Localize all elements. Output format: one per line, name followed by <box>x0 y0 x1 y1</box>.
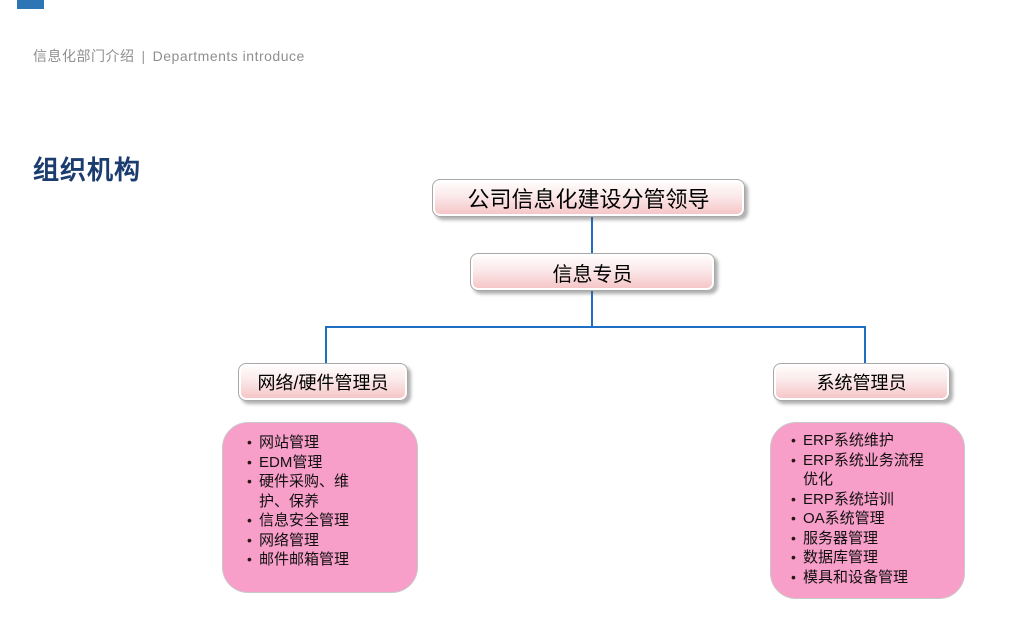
bullet-icon: • <box>791 451 796 468</box>
org-node-network-admin-label: 网络/硬件管理员 <box>257 373 389 393</box>
bullet-icon: • <box>247 512 252 528</box>
duty-item: • 模具和设备管理 <box>791 568 960 588</box>
duty-item-text: ERP系统维护 <box>803 432 894 449</box>
org-node-specialist-label: 信息专员 <box>552 263 633 286</box>
bullet-icon: • <box>791 529 796 546</box>
duty-item-text: EDM管理 <box>259 453 323 471</box>
bullet-icon: • <box>247 551 252 567</box>
header-title-zh: 信息化部门介绍 <box>33 48 135 64</box>
bullet-icon: • <box>791 568 796 585</box>
bullet-icon: • <box>247 531 252 548</box>
duty-item: • ERP系统培训 <box>791 490 960 510</box>
duty-item-text: 模具和设备管理 <box>803 568 909 586</box>
org-node-leader: 公司信息化建设分管领导 <box>432 179 745 217</box>
bullet-icon: • <box>791 490 796 507</box>
duty-item: • 硬件采购、维护、保养 <box>247 472 411 511</box>
bullet-icon: • <box>791 510 796 526</box>
header-title-en: Departments introduce <box>152 48 305 64</box>
bullet-icon: • <box>791 432 796 448</box>
connector-specialist-branch <box>591 291 593 327</box>
slide-header: 信息化部门介绍 | Departments introduce <box>33 46 305 66</box>
bullet-icon: • <box>247 434 252 450</box>
duty-item: • 邮件邮箱管理 <box>247 550 411 570</box>
header-divider: | <box>141 48 146 64</box>
duty-item-text: ERP系统业务流程优化 <box>803 451 924 489</box>
duty-item: • 服务器管理 <box>791 529 960 549</box>
org-node-network-admin: 网络/硬件管理员 <box>238 363 408 401</box>
duty-item: • ERP系统维护 <box>791 431 960 451</box>
duty-item: • 数据库管理 <box>791 548 960 568</box>
duty-item-text: 邮件邮箱管理 <box>259 551 350 568</box>
page-title: 组织机构 <box>33 155 142 185</box>
duty-list-network: • 网站管理 • EDM管理 • 硬件采购、维护、保养 • 信息安全管理 • 网络管理 • 邮件邮箱管… <box>222 422 418 593</box>
duty-item-text: 数据库管理 <box>803 549 879 566</box>
duty-item-text: 信息安全管理 <box>259 512 350 529</box>
org-node-system-admin: 系统管理员 <box>773 363 950 401</box>
connector-branch-left <box>325 327 327 363</box>
bullet-icon: • <box>791 549 796 565</box>
bullet-icon: • <box>247 473 252 489</box>
connector-branch-horizontal <box>325 326 866 328</box>
org-node-leader-label: 公司信息化建设分管领导 <box>467 187 710 212</box>
connector-branch-right <box>864 327 866 363</box>
duty-item-text: 网络管理 <box>259 531 320 549</box>
connector-leader-specialist <box>591 216 593 253</box>
duty-item: • 信息安全管理 <box>247 511 411 531</box>
bullet-icon: • <box>247 453 252 470</box>
duty-item: • 网络管理 <box>247 531 411 551</box>
accent-bar <box>17 0 44 9</box>
duty-list-system: • ERP系统维护 • ERP系统业务流程优化 • ERP系统培训 • OA系统管理 • 服务器管… <box>770 422 965 599</box>
duty-item-text: 网站管理 <box>259 434 320 451</box>
duty-item: • OA系统管理 <box>791 509 960 529</box>
duty-item-text: 硬件采购、维护、保养 <box>259 473 350 510</box>
duty-item: • EDM管理 <box>247 453 411 473</box>
duty-item-text: 服务器管理 <box>803 529 879 547</box>
duty-item-text: ERP系统培训 <box>803 490 894 508</box>
org-node-specialist: 信息专员 <box>470 253 715 291</box>
org-node-system-admin-label: 系统管理员 <box>816 373 907 393</box>
duty-item: • ERP系统业务流程优化 <box>791 451 960 490</box>
duty-item-text: OA系统管理 <box>803 510 885 527</box>
duty-item: • 网站管理 <box>247 433 411 453</box>
